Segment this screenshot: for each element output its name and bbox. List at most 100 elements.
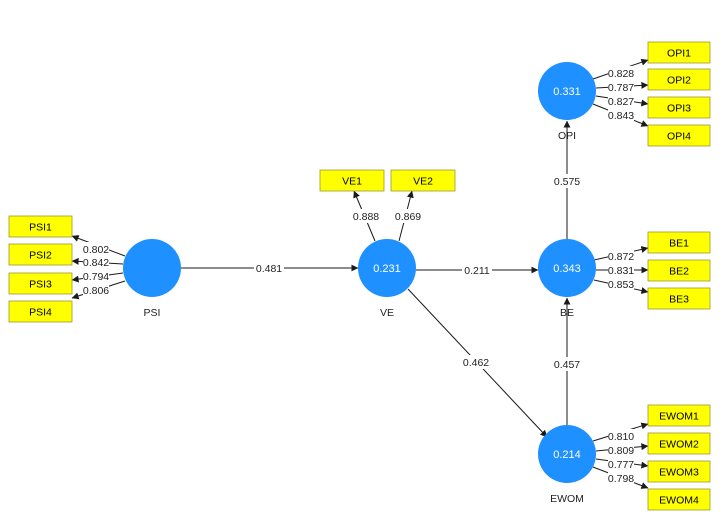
loading-coef-opi3: 0.827 xyxy=(608,94,634,108)
loading-coef-ewom3: 0.777 xyxy=(608,457,634,471)
indicator-psi1[interactable]: PSI1 xyxy=(8,215,73,238)
construct-name: VE xyxy=(380,307,394,319)
indicator-box xyxy=(647,68,711,91)
indicator-ewom2[interactable]: EWOM2 xyxy=(647,432,711,455)
indicator-ewom4[interactable]: EWOM4 xyxy=(647,488,711,511)
loading-coef-opi2-text: 0.787 xyxy=(608,82,634,94)
construct-r2-value: 0.231 xyxy=(373,263,401,275)
loading-coef-be2: 0.831 xyxy=(608,263,634,277)
path-coef-ve-be: 0.211 xyxy=(462,263,492,277)
indicator-opi3[interactable]: OPI3 xyxy=(647,96,711,119)
loading-coef-opi2: 0.787 xyxy=(608,80,634,94)
construct-circle xyxy=(123,239,181,297)
loading-coef-opi1: 0.828 xyxy=(608,66,634,80)
construct-circle xyxy=(538,62,596,120)
path-coef-ve-be-text: 0.211 xyxy=(464,265,490,277)
indicator-label: EWOM4 xyxy=(659,495,699,507)
loading-coef-ve2-text: 0.869 xyxy=(395,211,421,223)
construct-name: OPI xyxy=(558,130,576,142)
loading-coef-opi3-text: 0.827 xyxy=(608,96,634,108)
indicator-box xyxy=(647,96,711,119)
loading-coef-be1: 0.872 xyxy=(608,249,634,263)
loading-coef-ewom2: 0.809 xyxy=(608,443,634,457)
loading-coef-ve1: 0.888 xyxy=(353,209,379,223)
path-coef-ewom-be-text: 0.457 xyxy=(554,359,580,371)
indicator-label: PSI3 xyxy=(29,279,52,291)
indicator-box xyxy=(647,460,711,483)
loading-coef-be3: 0.853 xyxy=(608,277,634,291)
indicator-opi1[interactable]: OPI1 xyxy=(647,41,711,64)
loading-coef-be3-text: 0.853 xyxy=(608,279,634,291)
indicator-box xyxy=(647,488,711,511)
indicator-label: BE3 xyxy=(669,294,689,306)
indicator-be3[interactable]: BE3 xyxy=(647,287,711,310)
indicator-opi4[interactable]: OPI4 xyxy=(647,124,711,147)
indicator-box xyxy=(319,169,385,192)
loading-coef-psi1: 0.802 xyxy=(83,242,109,256)
loading-coef-ewom2-text: 0.809 xyxy=(608,445,634,457)
loading-coef-psi3: 0.794 xyxy=(83,269,109,283)
indicator-box xyxy=(647,287,711,310)
indicator-box xyxy=(647,432,711,455)
indicator-be1[interactable]: BE1 xyxy=(647,231,711,254)
loading-coef-psi2: 0.842 xyxy=(83,255,109,269)
path-coef-ve-ewom-text: 0.462 xyxy=(463,357,489,369)
indicator-label: EWOM1 xyxy=(659,411,699,423)
indicator-box xyxy=(647,259,711,282)
loading-coef-ewom1-text: 0.810 xyxy=(608,431,634,443)
path-coef-ewom-be: 0.457 xyxy=(552,357,582,371)
indicator-label: PSI1 xyxy=(29,222,52,234)
loading-coef-opi4: 0.843 xyxy=(608,108,634,122)
indicator-box xyxy=(647,404,711,427)
indicator-label: BE1 xyxy=(669,238,689,250)
indicator-ve1[interactable]: VE1 xyxy=(319,169,385,192)
indicator-label: OPI2 xyxy=(667,75,691,87)
path-coef-be-opi-text: 0.575 xyxy=(554,176,580,188)
indicator-ewom1[interactable]: EWOM1 xyxy=(647,404,711,427)
indicator-box xyxy=(647,231,711,254)
indicator-ve2[interactable]: VE2 xyxy=(390,169,456,192)
loading-coef-psi3-text: 0.794 xyxy=(83,271,109,283)
indicator-box xyxy=(8,243,73,266)
indicator-label: PSI2 xyxy=(29,250,52,262)
construct-r2-value: 0.343 xyxy=(553,263,581,275)
construct-psi[interactable]: PSI xyxy=(123,239,181,319)
indicator-box xyxy=(8,300,73,323)
indicator-box xyxy=(8,215,73,238)
loading-coef-psi4: 0.806 xyxy=(83,283,109,297)
indicator-label: EWOM2 xyxy=(659,439,699,451)
loading-coef-ewom4: 0.798 xyxy=(608,471,634,485)
path-coef-be-opi: 0.575 xyxy=(552,174,582,188)
indicator-label: BE2 xyxy=(669,266,689,278)
indicator-opi2[interactable]: OPI2 xyxy=(647,68,711,91)
loading-coef-psi1-text: 0.802 xyxy=(83,244,109,256)
loading-coef-ewom3-text: 0.777 xyxy=(608,459,634,471)
construct-name: EWOM xyxy=(550,493,584,505)
loading-coef-be2-text: 0.831 xyxy=(608,265,634,277)
loading-coef-ewom1: 0.810 xyxy=(608,429,634,443)
loading-coef-opi4-text: 0.843 xyxy=(608,110,634,122)
indicator-be2[interactable]: BE2 xyxy=(647,259,711,282)
indicator-label: VE1 xyxy=(342,176,362,188)
indicator-psi4[interactable]: PSI4 xyxy=(8,300,73,323)
loading-coef-opi1-text: 0.828 xyxy=(608,68,634,80)
indicator-label: OPI3 xyxy=(667,103,691,115)
loading-coef-psi4-text: 0.806 xyxy=(83,285,109,297)
indicator-box xyxy=(390,169,456,192)
indicator-ewom3[interactable]: EWOM3 xyxy=(647,460,711,483)
path-coef-psi-ve: 0.481 xyxy=(254,261,284,275)
indicator-label: PSI4 xyxy=(29,307,52,319)
loading-coef-be1-text: 0.872 xyxy=(608,251,634,263)
loading-coef-psi2-text: 0.842 xyxy=(83,257,109,269)
indicator-box xyxy=(8,272,73,295)
indicator-psi2[interactable]: PSI2 xyxy=(8,243,73,266)
loading-coef-ve2: 0.869 xyxy=(395,209,421,223)
indicator-label: EWOM3 xyxy=(659,467,699,479)
construct-circle xyxy=(538,239,596,297)
indicator-psi3[interactable]: PSI3 xyxy=(8,272,73,295)
